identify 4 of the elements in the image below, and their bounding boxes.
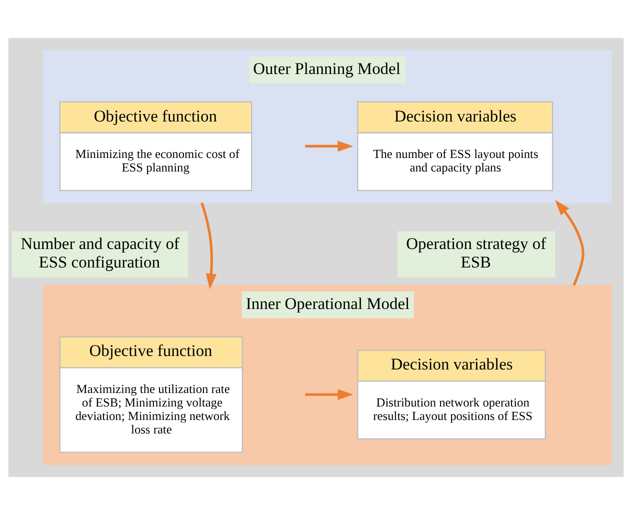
- arrow: [554, 200, 584, 286]
- arrow: [305, 140, 354, 152]
- arrow: [305, 389, 354, 400]
- arrow: [200, 202, 217, 290]
